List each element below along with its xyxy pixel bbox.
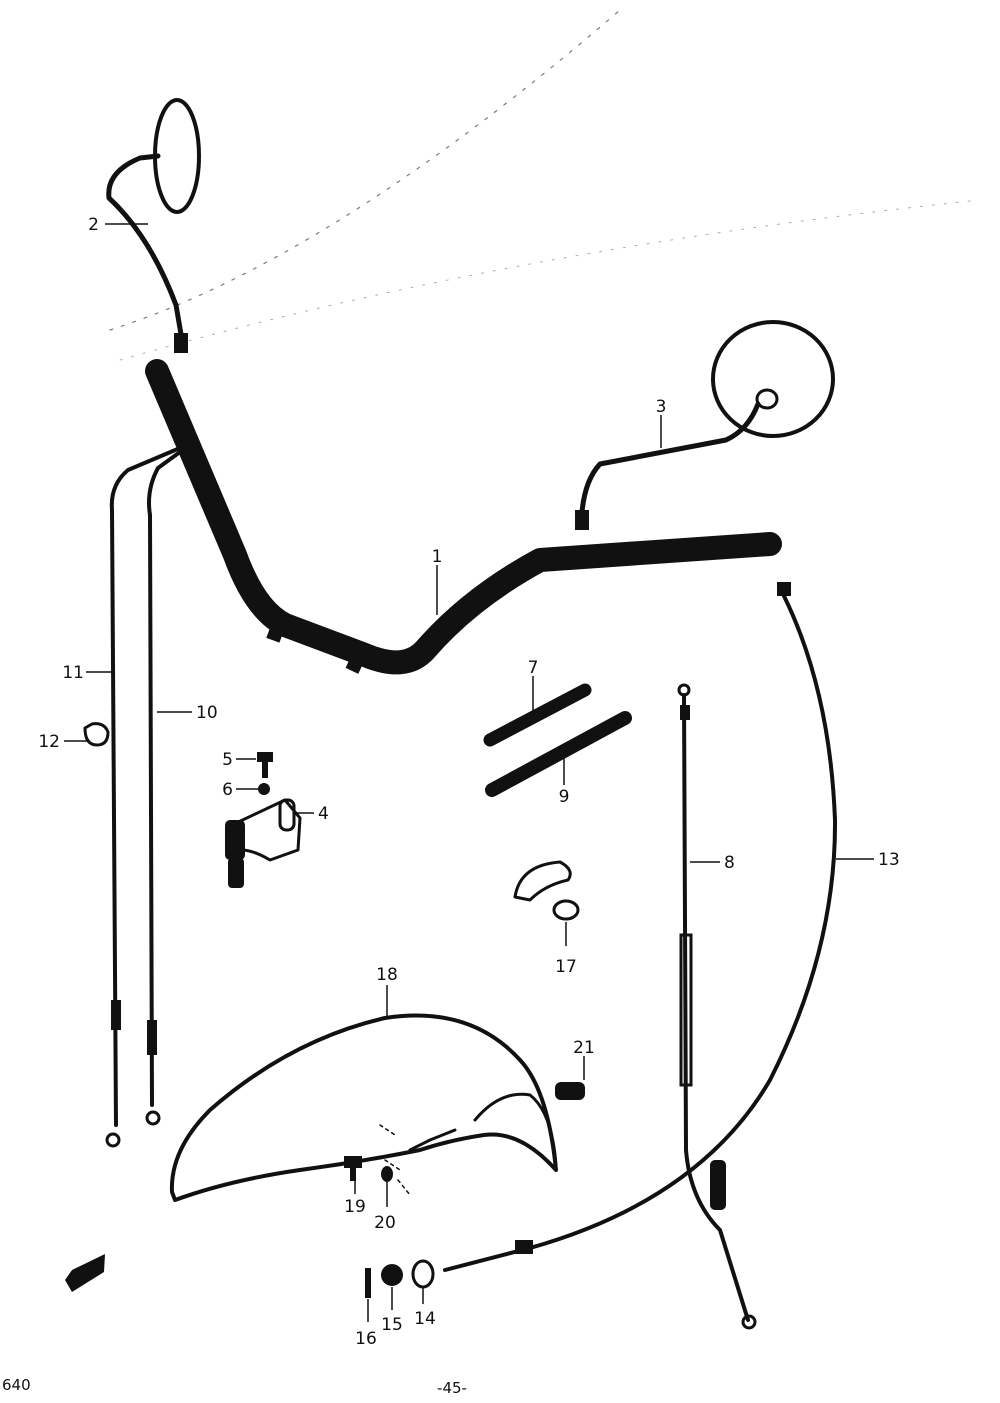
- callout-2: 2: [88, 215, 99, 235]
- callout-10: 10: [196, 703, 218, 723]
- callout-labels: 2 3 1 11 10 12 5 6 4 7 9 17 8 13 18 21 1…: [38, 215, 899, 1349]
- callout-12: 12: [38, 732, 60, 752]
- throttle-cable-10: [145, 450, 182, 1126]
- figure-code: 640: [2, 1376, 31, 1394]
- washer-6: [258, 783, 270, 795]
- grip-strip-7: [483, 683, 592, 747]
- callout-19: 19: [344, 1197, 366, 1217]
- bolt-5: [257, 752, 273, 778]
- callout-20: 20: [374, 1213, 396, 1233]
- right-mirror: [575, 320, 835, 530]
- cable-clamp-12: [83, 722, 110, 747]
- fender-clip-21: [555, 1082, 585, 1100]
- throttle-cable-11: [105, 446, 182, 1148]
- callout-17: 17: [555, 957, 577, 977]
- lever-bracket-4: [225, 798, 302, 888]
- brake-cable-8: [677, 683, 757, 1330]
- pin-16: [365, 1268, 371, 1298]
- callout-3: 3: [656, 397, 667, 417]
- throttle-tube-9: [485, 711, 632, 797]
- callout-9: 9: [559, 787, 570, 807]
- grommet-15: [381, 1264, 403, 1286]
- handlebar: [145, 359, 782, 675]
- fender-washer-20: [381, 1166, 393, 1182]
- background-arcs: [109, 9, 981, 361]
- front-fender-18: [169, 1013, 558, 1202]
- left-mirror: [106, 98, 201, 353]
- callout-14: 14: [414, 1309, 436, 1329]
- leader-lines: [64, 223, 874, 1322]
- lever-cover-17: [513, 860, 580, 921]
- callout-8: 8: [724, 853, 735, 873]
- callout-6: 6: [222, 780, 233, 800]
- callout-16: 16: [355, 1329, 377, 1349]
- callout-4: 4: [318, 804, 329, 824]
- callout-21: 21: [573, 1038, 595, 1058]
- page-number: -45-: [437, 1379, 467, 1397]
- callout-15: 15: [381, 1315, 403, 1335]
- callout-1: 1: [432, 547, 443, 567]
- callout-7: 7: [528, 658, 539, 678]
- bushing-14: [411, 1259, 435, 1289]
- forward-arrow-icon: [65, 1254, 105, 1292]
- callout-18: 18: [376, 965, 398, 985]
- callout-5: 5: [222, 750, 233, 770]
- callout-13: 13: [878, 850, 900, 870]
- speedometer-cable-13: [443, 582, 838, 1272]
- fender-bolt-19: [344, 1156, 362, 1181]
- callout-11: 11: [62, 663, 84, 683]
